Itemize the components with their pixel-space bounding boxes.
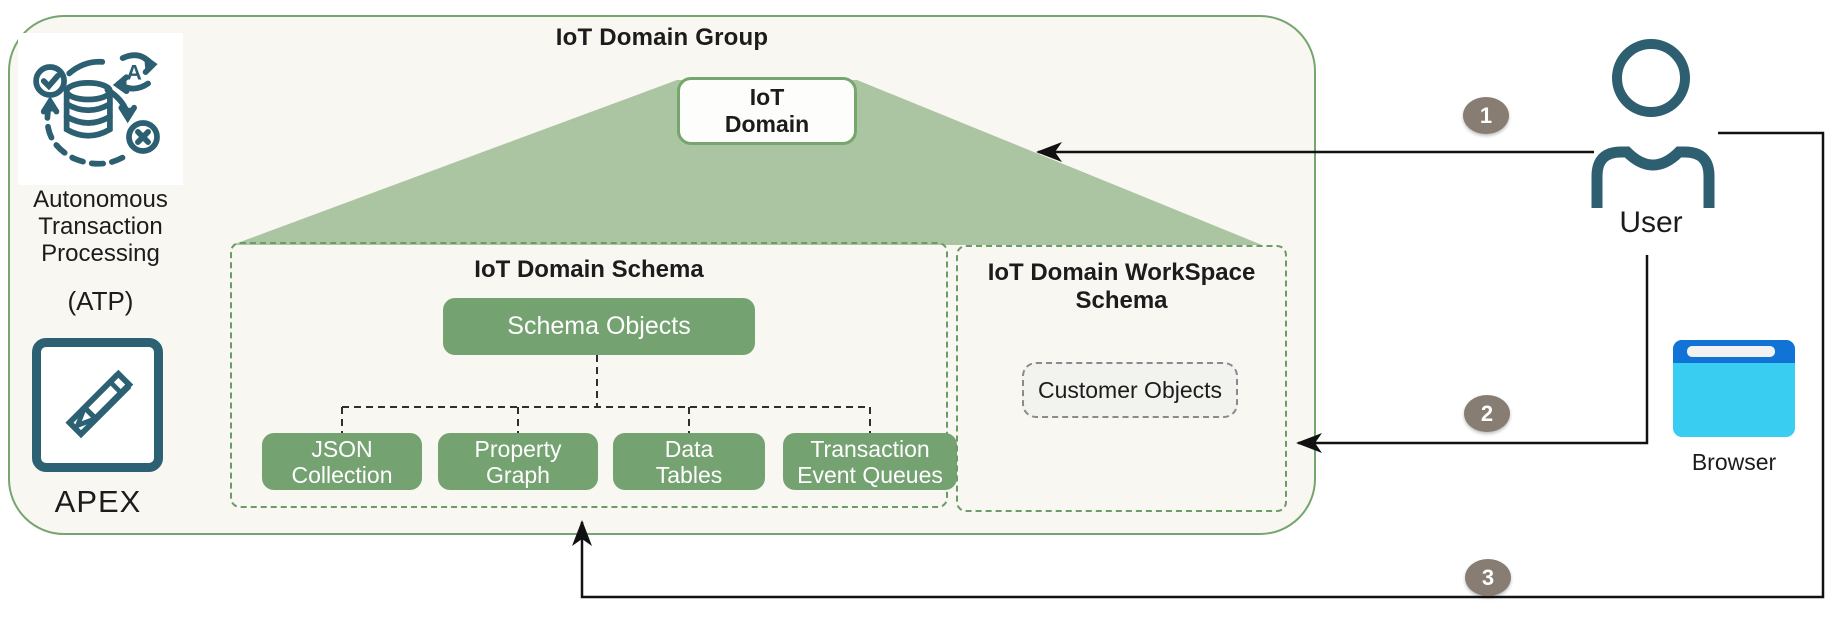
atp-abbreviation: (ATP) — [67, 286, 134, 316]
user-label: User — [1619, 206, 1683, 239]
browser-label: Browser — [1691, 449, 1777, 475]
flow-badge-2: 2 — [1464, 395, 1510, 432]
atp-icon-letter: A — [126, 60, 142, 85]
user-icon — [1591, 39, 1715, 208]
browser-icon — [1673, 340, 1795, 437]
browser-titlebar — [1673, 340, 1795, 363]
json-collection-node: JSON Collection — [262, 433, 422, 490]
flow-badge-1: 1 — [1463, 97, 1509, 134]
data-tables-node: Data Tables — [613, 433, 765, 490]
apex-icon — [64, 369, 133, 439]
apex-tile — [32, 338, 163, 472]
iot-domain-box: IoT Domain — [677, 77, 857, 145]
group-title: IoT Domain Group — [555, 24, 769, 51]
customer-objects-node: Customer Objects — [1022, 362, 1238, 418]
schema-title: IoT Domain Schema — [474, 256, 704, 283]
workspace-schema-title: IoT Domain WorkSpace Schema — [987, 259, 1256, 314]
apex-label: APEX — [54, 484, 142, 519]
flow-badge-3: 3 — [1465, 559, 1511, 596]
schema-objects-node: Schema Objects — [443, 298, 755, 355]
atp-tile: A — [18, 33, 183, 185]
property-graph-node: Property Graph — [438, 433, 598, 490]
transaction-event-queues-node: Transaction Event Queues — [783, 433, 957, 490]
atp-icon: A — [32, 52, 160, 167]
browser-address-bar — [1687, 346, 1775, 357]
atp-label: Autonomous Transaction Processing — [33, 186, 168, 267]
